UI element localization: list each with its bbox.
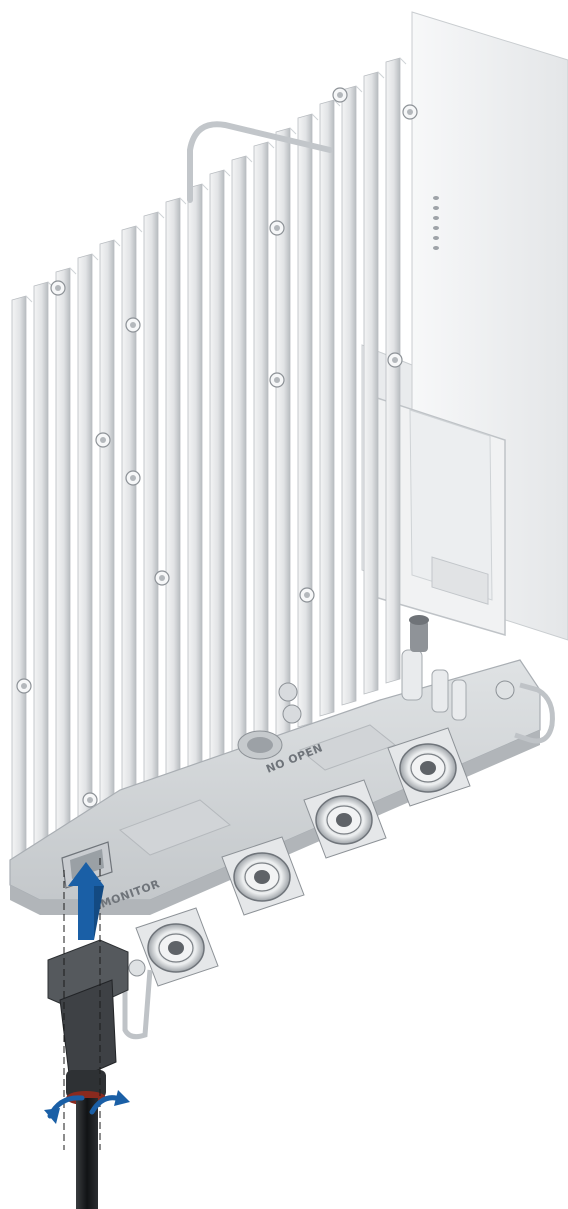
ground-terminal — [128, 680, 515, 977]
screw-center — [55, 285, 61, 291]
fin — [11, 295, 27, 871]
mounting-screws — [16, 87, 418, 808]
screw-center — [21, 683, 27, 689]
fin-edge — [201, 183, 209, 191]
fin-edge — [333, 99, 341, 107]
fin — [143, 211, 159, 805]
fin-edge — [179, 197, 187, 205]
fin-edge — [377, 71, 385, 79]
fin — [275, 127, 291, 739]
fin — [165, 197, 181, 794]
fin — [99, 239, 115, 827]
fin-edge — [399, 57, 407, 65]
grounding-loops — [122, 682, 555, 1040]
fin-edge — [223, 169, 231, 177]
arrow-up-icon — [68, 862, 104, 940]
cable — [76, 1098, 98, 1209]
screw-center — [304, 592, 310, 598]
screw-center — [100, 437, 106, 443]
fin — [33, 281, 49, 860]
rotate-arrowheads — [44, 1090, 130, 1124]
fin-edge — [355, 85, 363, 93]
fin — [253, 141, 269, 750]
cable-connector — [47, 939, 129, 1105]
screw-center — [159, 575, 165, 581]
fin-edge — [157, 211, 165, 219]
fin — [121, 225, 137, 816]
carry-handle — [187, 121, 333, 203]
fin — [297, 113, 313, 728]
fin-edge — [311, 113, 319, 121]
screw-center — [337, 92, 343, 98]
screw-center — [130, 475, 136, 481]
fin-edge — [267, 141, 275, 149]
fin-edge — [289, 127, 297, 135]
screw-center — [130, 322, 136, 328]
vent-holes — [433, 196, 439, 250]
fin — [385, 57, 401, 684]
port-pin — [168, 941, 184, 955]
fin — [363, 71, 379, 695]
fin — [77, 253, 93, 838]
fin — [55, 267, 71, 849]
port-pin — [420, 761, 436, 775]
fin-edge — [135, 225, 143, 233]
fin-edge — [25, 295, 33, 303]
screw-center — [407, 109, 413, 115]
housing-side-panel — [361, 11, 568, 641]
screw-center — [392, 357, 398, 363]
fin — [231, 155, 247, 761]
fin-edge — [69, 267, 77, 275]
screw-center — [274, 225, 280, 231]
fin — [209, 169, 225, 772]
small-connectors — [237, 615, 467, 760]
port-pin — [254, 870, 270, 884]
screw-center — [274, 377, 280, 383]
fin-edge — [245, 155, 253, 163]
fin-edge — [91, 253, 99, 261]
fin — [187, 183, 203, 783]
fin — [319, 99, 335, 717]
fin-edge — [113, 239, 121, 247]
heat-sink-fins — [11, 57, 407, 871]
fin — [341, 85, 357, 706]
screw-center — [87, 797, 93, 803]
port-pin — [336, 813, 352, 827]
rf-ports — [135, 727, 471, 987]
